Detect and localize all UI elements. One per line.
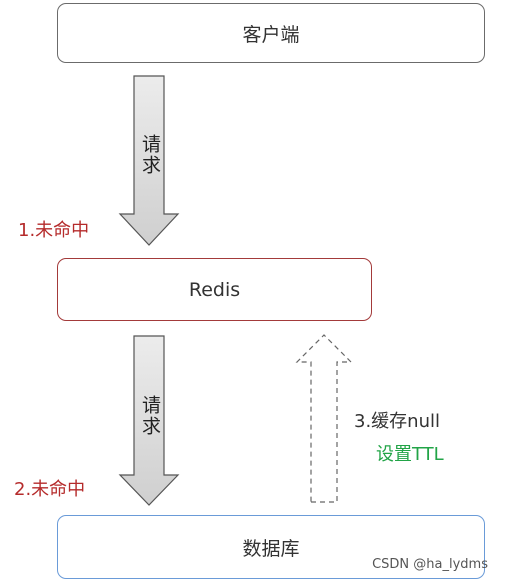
client-label: 客户端 — [242, 23, 300, 46]
miss-label-2: 2.未命中 — [14, 479, 86, 500]
database-node: 数据库 — [57, 515, 485, 579]
request-label-1: 请求 — [139, 134, 161, 176]
redis-node: Redis — [57, 258, 372, 321]
miss-label-1: 1.未命中 — [18, 220, 90, 241]
request-arrow-2 — [118, 335, 180, 506]
watermark: CSDN @ha_lydms — [372, 557, 488, 572]
database-label: 数据库 — [242, 537, 300, 560]
set-ttl-label: 设置TTL — [376, 444, 444, 465]
cache-null-label: 3.缓存null — [354, 411, 440, 432]
client-node: 客户端 — [57, 3, 485, 63]
redis-label: Redis — [188, 278, 241, 301]
request-label-2: 请求 — [139, 395, 161, 437]
cache-null-arrow — [295, 334, 353, 503]
request-arrow-1 — [118, 75, 180, 246]
